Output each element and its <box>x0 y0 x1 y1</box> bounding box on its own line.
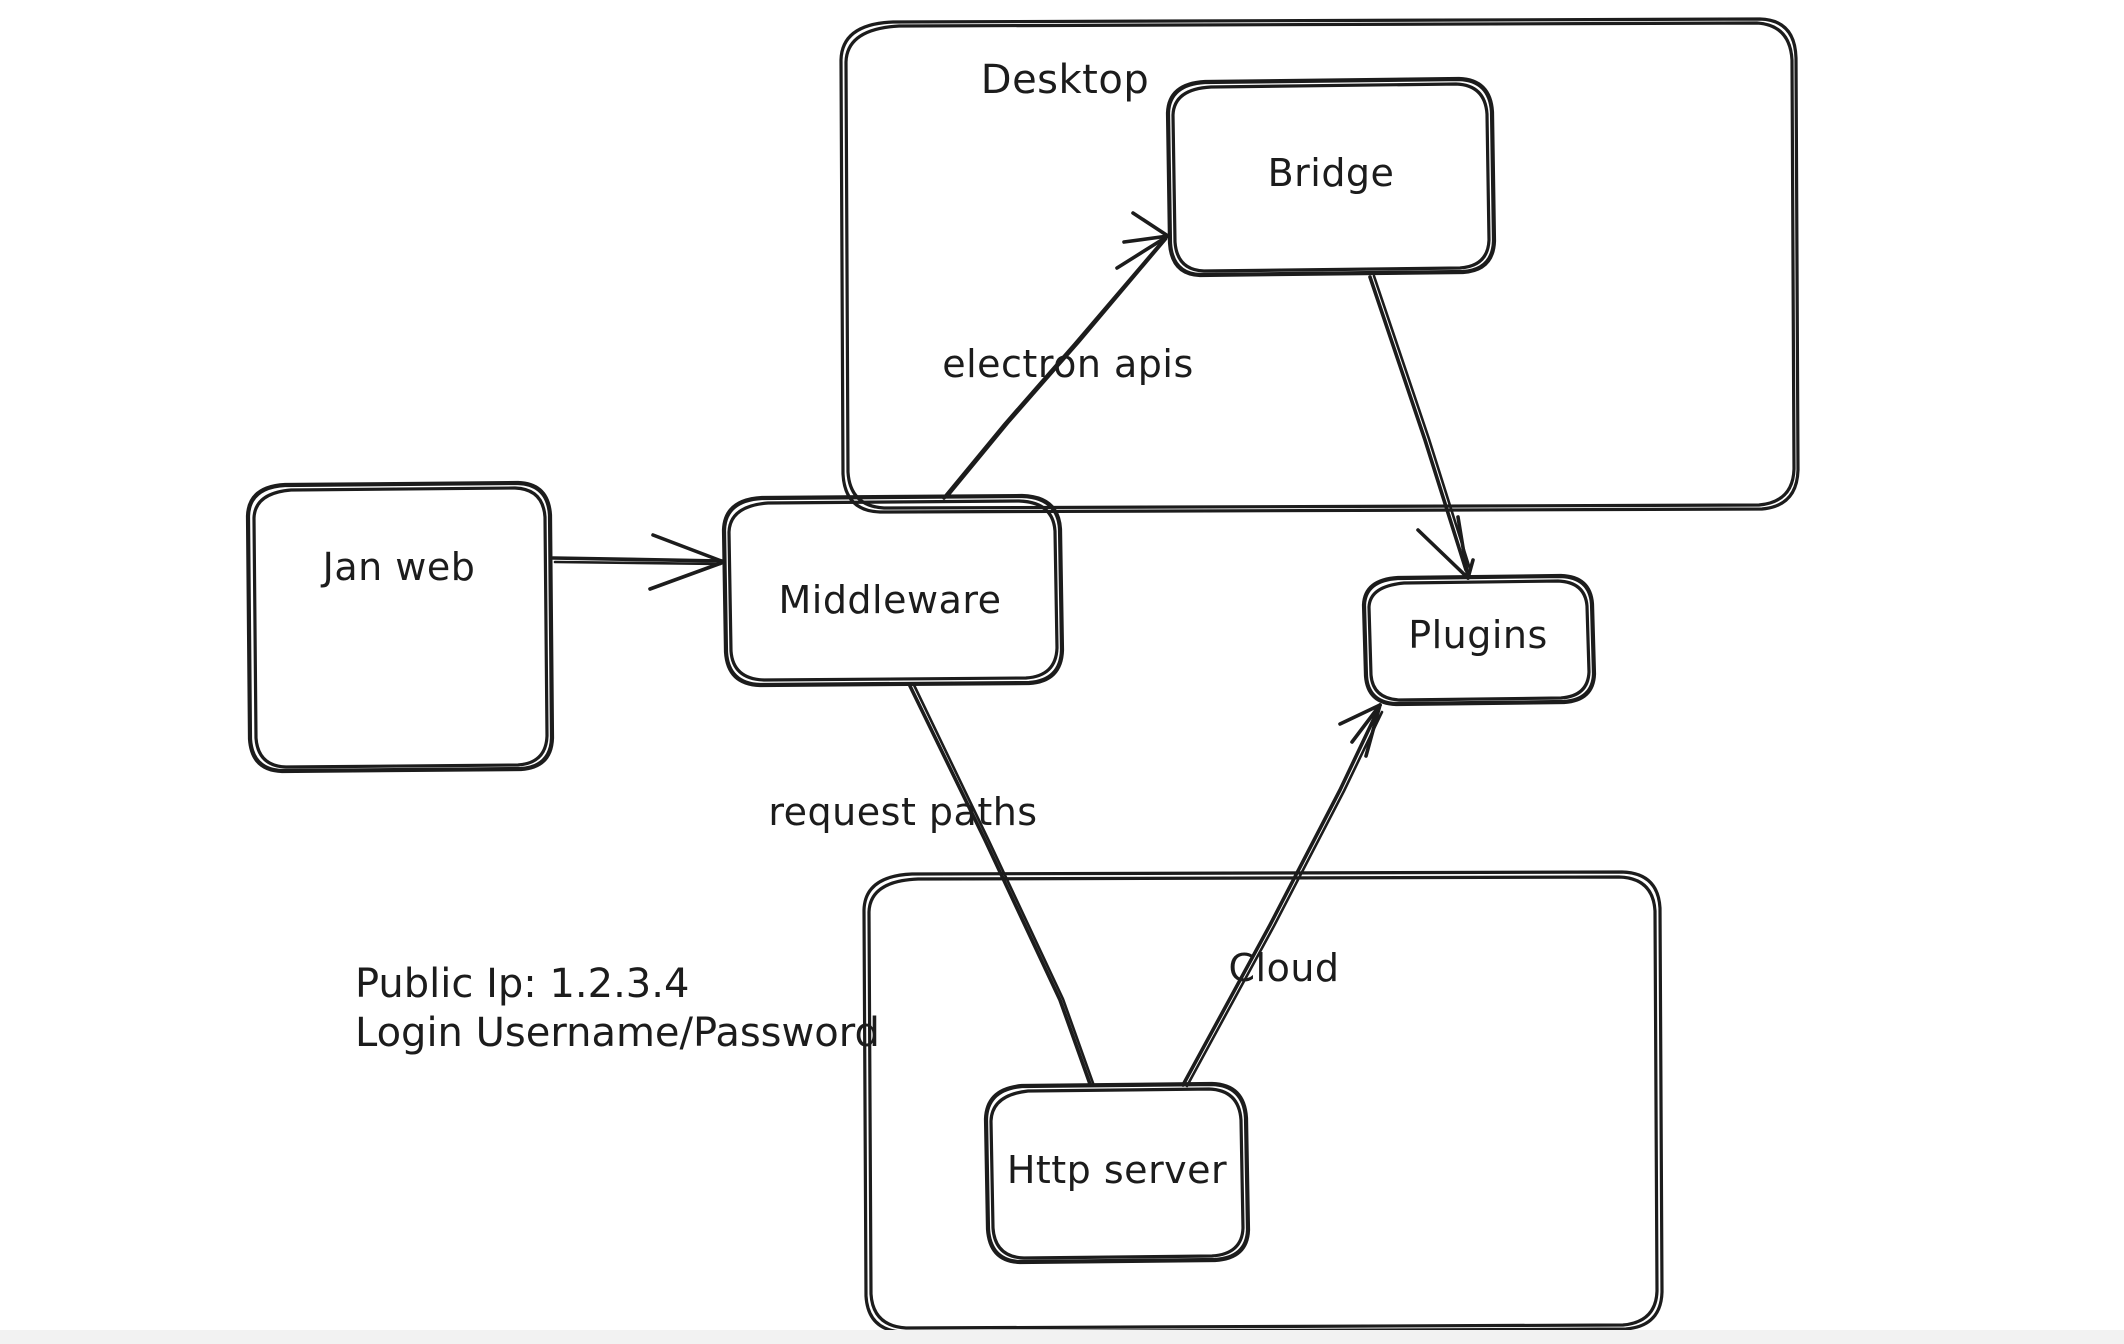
container-desktop-outline <box>839 17 1800 514</box>
container-cloud-outline <box>862 870 1664 1334</box>
node-bridge-outline <box>1165 76 1497 278</box>
edge-middleware-to-bridge <box>942 211 1170 500</box>
node-jan-web-outline <box>245 480 555 774</box>
bottom-edge-strip <box>0 1330 2124 1344</box>
node-plugins-outline <box>1361 573 1597 707</box>
node-label-jan-web[interactable]: Jan web <box>322 545 476 589</box>
edge-bridge-to-plugins <box>1368 274 1475 580</box>
container-label-desktop: Desktop <box>980 57 1150 103</box>
node-label-bridge[interactable]: Bridge <box>1267 151 1395 195</box>
node-http-server-outline <box>983 1081 1251 1265</box>
node-label-http-server[interactable]: Http server <box>1006 1148 1228 1192</box>
edge-label-request-paths: request paths <box>768 790 1038 834</box>
node-middleware-outline <box>721 493 1065 688</box>
edge-label-electron-apis: electron apis <box>942 342 1194 386</box>
note-login: Login Username/Password <box>355 1009 880 1056</box>
notes-block: Public Ip: 1.2.3.4 Login Username/Passwo… <box>355 960 880 1058</box>
edge-label-cloud: Cloud <box>1228 946 1340 990</box>
edge-jan-web-to-middleware <box>551 533 726 591</box>
note-public-ip: Public Ip: 1.2.3.4 <box>355 961 690 1007</box>
node-label-plugins[interactable]: Plugins <box>1408 613 1548 657</box>
edge-middleware-to-http-server <box>908 683 1095 1086</box>
edge-http-server-to-plugins <box>1181 703 1384 1088</box>
node-label-middleware[interactable]: Middleware <box>778 578 1002 622</box>
